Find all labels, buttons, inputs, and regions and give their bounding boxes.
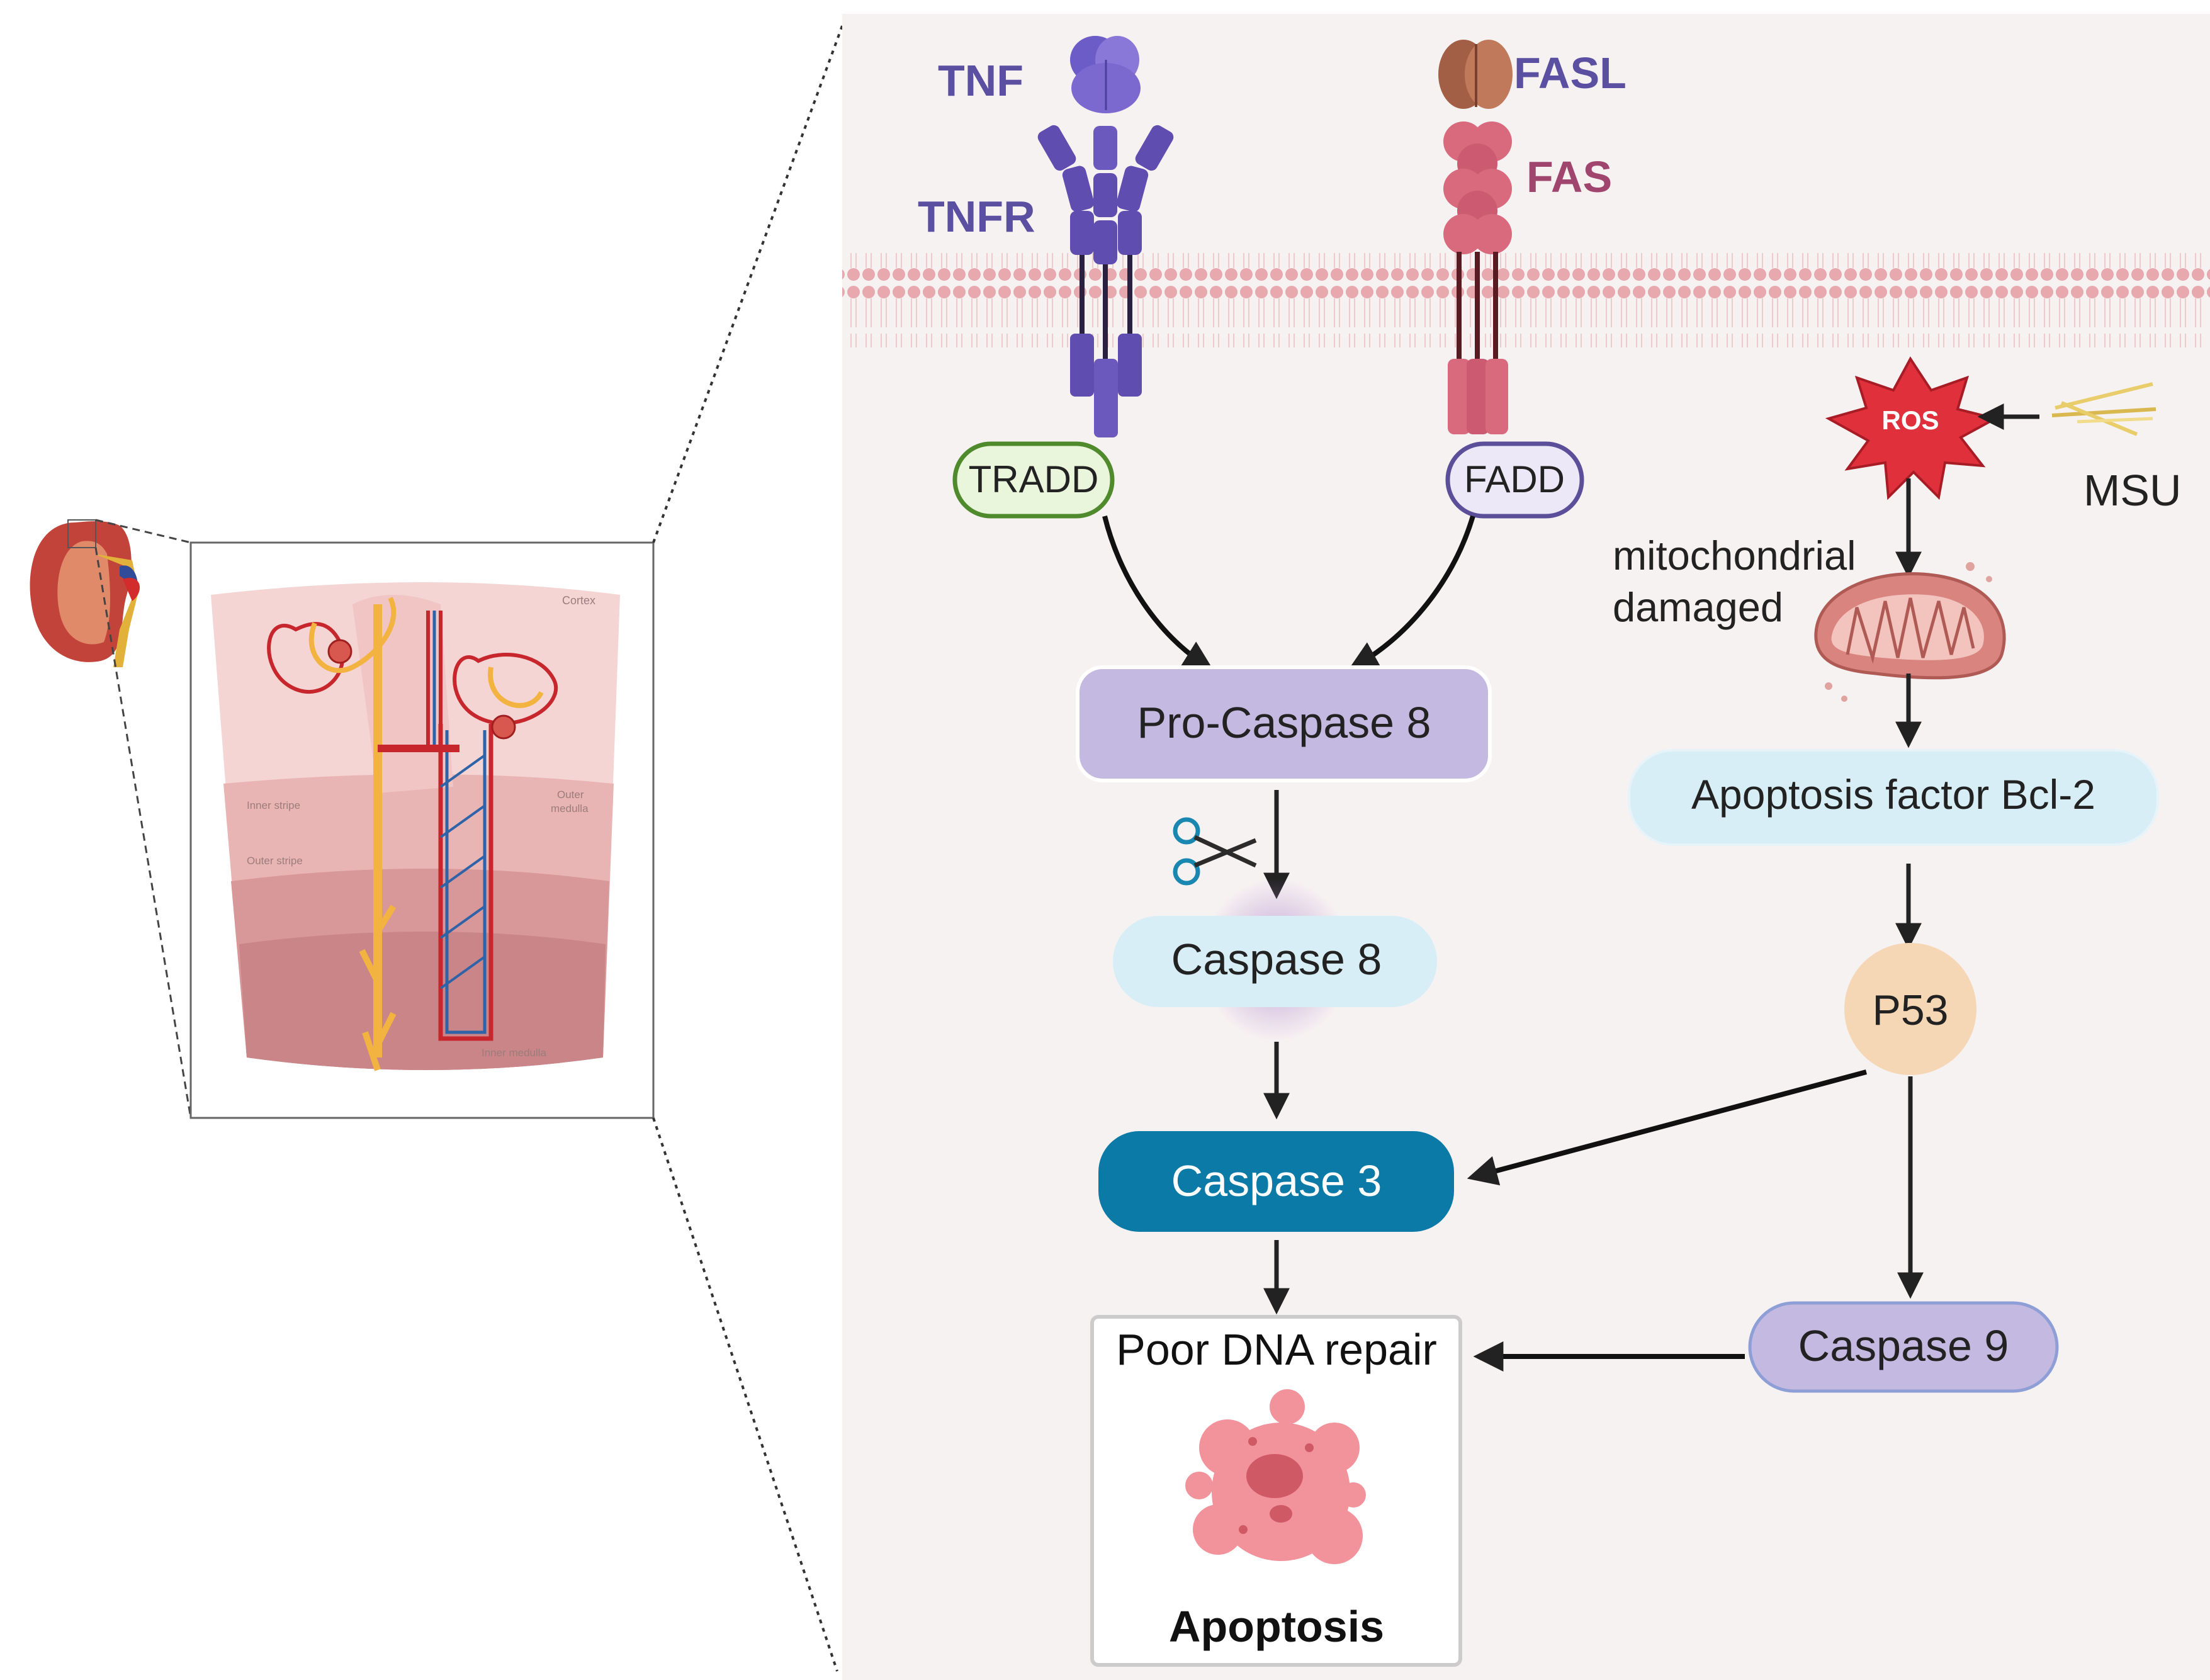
tradd-label: TRADD bbox=[969, 458, 1099, 500]
pro-caspase8-node bbox=[1076, 665, 1492, 782]
msu-crystals-icon bbox=[2051, 382, 2156, 436]
caspase9-node bbox=[1748, 1301, 2059, 1393]
tnfr-label: TNFR bbox=[918, 192, 1035, 241]
mitochondrion-icon bbox=[1814, 562, 2006, 702]
fadd-node bbox=[1445, 441, 1584, 519]
caspase8-node bbox=[1113, 916, 1437, 1007]
damaged-label: damaged bbox=[1613, 584, 1783, 630]
fas-label: FAS bbox=[1526, 152, 1612, 201]
cell-membrane bbox=[842, 253, 2210, 347]
cortex-label: Cortex bbox=[562, 594, 595, 607]
p53-node bbox=[1844, 943, 1976, 1075]
inner-stripe-label: Inner stripe bbox=[247, 799, 300, 811]
outer-medulla-label-1: Outer bbox=[557, 789, 584, 801]
outer-medulla-label-2: medulla bbox=[551, 803, 589, 815]
fasl-label: FASL bbox=[1514, 48, 1626, 98]
bcl2-label: Apoptosis factor Bcl-2 bbox=[1691, 771, 2095, 818]
p53-label: P53 bbox=[1873, 986, 1949, 1034]
apoptotic-cell-icon bbox=[1185, 1389, 1366, 1564]
caspase8-label: Caspase 8 bbox=[1171, 935, 1382, 984]
tradd-node bbox=[952, 441, 1115, 519]
nephron-panel: Cortex Inner stripe Outer stripe Outer m… bbox=[189, 541, 655, 1119]
inner-medulla-label: Inner medulla bbox=[482, 1047, 547, 1059]
mitochondrial-label: mitochondrial bbox=[1613, 533, 1856, 578]
tnf-receptor-complex bbox=[1037, 36, 1174, 437]
pro-caspase8-label: Pro-Caspase 8 bbox=[1137, 698, 1431, 747]
fadd-label: FADD bbox=[1464, 458, 1565, 500]
outer-stripe-label: Outer stripe bbox=[247, 855, 303, 867]
fas-receptor-complex bbox=[1438, 40, 1513, 434]
tnf-label: TNF bbox=[938, 56, 1023, 105]
caspase3-label: Caspase 3 bbox=[1171, 1156, 1382, 1205]
msu-label: MSU bbox=[2083, 466, 2182, 515]
ros-label: ROS bbox=[1881, 405, 1939, 435]
apoptosis-label: Apoptosis bbox=[1169, 1602, 1384, 1651]
scissors-icon bbox=[1173, 817, 1257, 886]
caspase9-label: Caspase 9 bbox=[1798, 1321, 2009, 1370]
poor-dna-repair-label: Poor DNA repair bbox=[1116, 1325, 1437, 1374]
caspase3-node bbox=[1098, 1131, 1454, 1232]
bcl2-node bbox=[1628, 749, 2159, 846]
ros-burst bbox=[1825, 356, 1999, 500]
kidney-icon bbox=[30, 519, 140, 667]
